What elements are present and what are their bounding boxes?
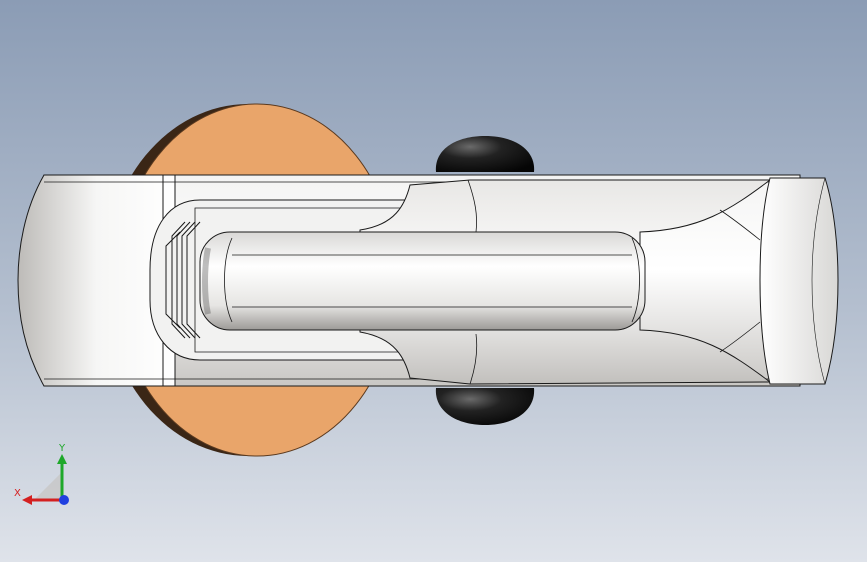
orientation-triad[interactable]: Y X: [12, 440, 76, 510]
x-axis-label: X: [14, 488, 21, 499]
fork-ridges: [165, 221, 201, 339]
z-axis: [59, 495, 69, 505]
axle-bolt-top[interactable]: [435, 136, 535, 172]
fork-tip: [759, 177, 839, 385]
x-axis-arrow: [22, 495, 32, 505]
y-axis-label: Y: [58, 443, 66, 454]
y-axis-arrow: [57, 454, 67, 464]
triad-plane: [34, 472, 62, 500]
axle-bolt-bottom[interactable]: [435, 388, 535, 425]
wheel-hub[interactable]: [199, 231, 646, 331]
fork-end-cap: [17, 174, 176, 387]
